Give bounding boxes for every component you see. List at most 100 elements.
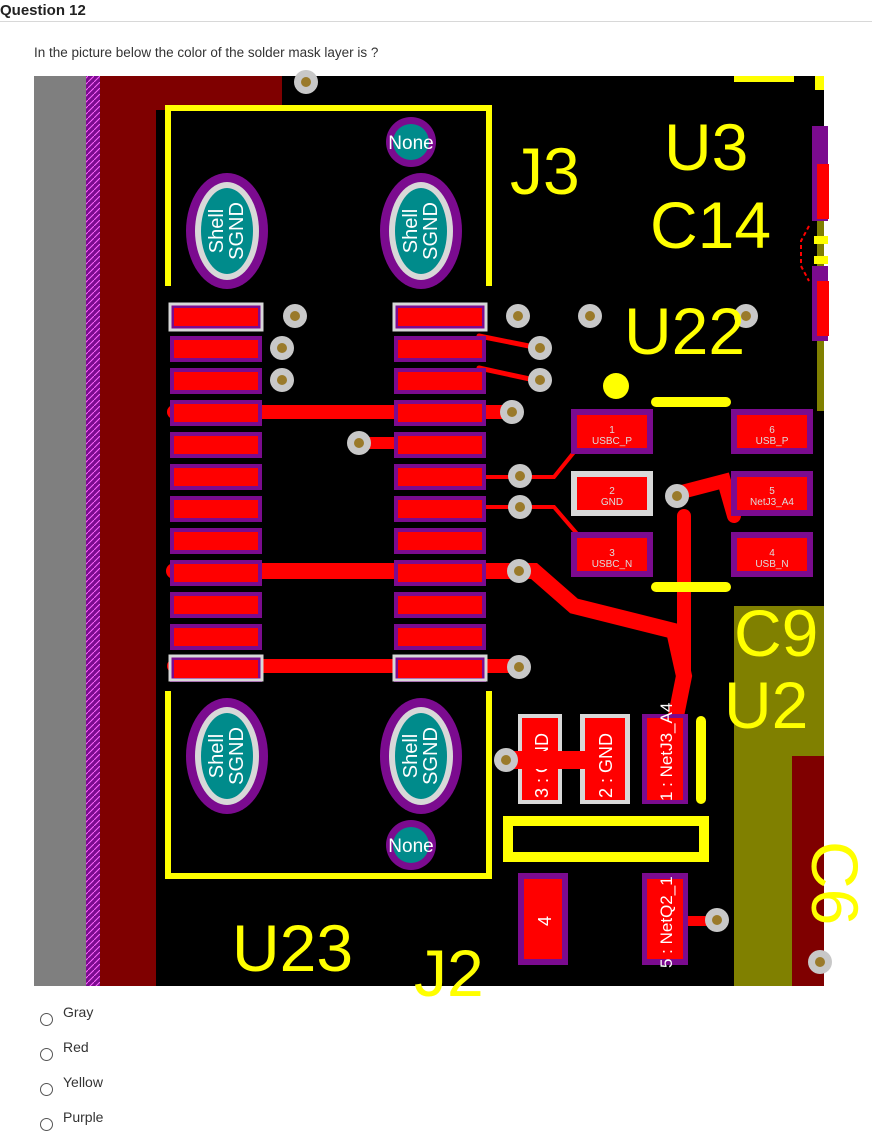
connector-pad	[170, 656, 262, 682]
vert-pad-2-gnd: 2 : GND	[580, 714, 630, 804]
via	[734, 304, 758, 328]
pad-label: SGND	[226, 202, 248, 260]
shield-pad-3: Shell SGND	[186, 698, 268, 814]
pad-label: SGND	[226, 727, 248, 785]
vert-pad-4: 4	[518, 873, 568, 965]
connector-pad	[394, 304, 486, 330]
option-label[interactable]: Purple	[63, 1109, 104, 1125]
ic-pad-5: 5 NetJ3_A4	[731, 471, 813, 516]
pad-net: USBC_N	[592, 559, 633, 570]
designator-u22: U22	[624, 294, 745, 368]
pad-label: Shell	[206, 734, 228, 778]
pin1-dot	[603, 373, 629, 399]
via	[283, 304, 307, 328]
pad-outline	[392, 654, 488, 682]
connector-pad	[170, 432, 262, 458]
connector-pad	[170, 464, 262, 490]
pad-label: None	[388, 133, 433, 154]
option-label[interactable]: Yellow	[63, 1074, 103, 1090]
pad-net: USB_N	[755, 559, 788, 570]
via	[808, 950, 832, 974]
silk-outline	[800, 225, 810, 282]
partial-pad	[817, 281, 829, 336]
pad-net: NetJ3_A4	[750, 497, 794, 508]
silk-bar	[696, 716, 706, 804]
via	[500, 400, 524, 424]
pad-label: Shell	[400, 734, 422, 778]
connector-pad	[394, 592, 486, 618]
connector-pad	[394, 624, 486, 650]
board-edge-hatch	[86, 76, 100, 986]
via	[507, 559, 531, 583]
connector-pad	[394, 464, 486, 490]
shield-pad-4: Shell SGND	[380, 698, 462, 814]
pad-net: USBC_P	[592, 436, 632, 447]
via	[578, 304, 602, 328]
pad-outline	[392, 302, 488, 332]
board-edge-gray	[34, 76, 86, 986]
pad-net: USB_P	[756, 436, 789, 447]
connector-pad	[170, 368, 262, 394]
designator-j2: J2	[414, 936, 484, 1010]
pad-number: 2	[609, 486, 615, 497]
connector-pad	[394, 368, 486, 394]
pad-net: GND	[601, 497, 623, 508]
none-pad-bottom: None	[386, 820, 436, 870]
pad-label: 1 : NetJ3_A4	[657, 703, 676, 801]
via	[270, 336, 294, 360]
pad-label: 2 : GND	[596, 733, 616, 798]
partial-pad	[817, 164, 829, 219]
keepout-region	[100, 76, 156, 986]
designator-j3: J3	[510, 134, 580, 208]
connector-pad	[394, 656, 486, 682]
silk-bar	[814, 236, 828, 244]
ic-pad-3: 3 USBC_N	[571, 532, 653, 577]
radio-button-purple[interactable]	[40, 1118, 53, 1131]
connector-pad	[170, 496, 262, 522]
ic-pad-2: 2 GND	[571, 471, 653, 516]
via	[705, 908, 729, 932]
radio-button-red[interactable]	[40, 1048, 53, 1061]
connector-pad	[170, 336, 262, 362]
option-label[interactable]: Red	[63, 1039, 89, 1055]
none-pad-top: None	[386, 117, 436, 167]
silk-rect	[503, 816, 709, 862]
connector-pad	[170, 400, 262, 426]
connector-outline-bottom	[165, 691, 492, 879]
silk-bar	[651, 582, 731, 592]
via	[507, 655, 531, 679]
connector-pad	[394, 336, 486, 362]
connector-pad	[170, 528, 262, 554]
pad-label: 4	[535, 916, 555, 926]
via	[270, 368, 294, 392]
ic-pad-6: 6 USB_P	[731, 409, 813, 454]
via	[347, 431, 371, 455]
pcb-image: Shell SGND Shell SGND Shell SGND Shell S…	[34, 70, 872, 1010]
designator-u23: U23	[232, 911, 353, 985]
via	[506, 304, 530, 328]
dark-red-region	[792, 756, 824, 986]
silk-bar	[815, 76, 824, 90]
pad-outline	[168, 654, 264, 682]
pad-label: None	[388, 836, 433, 857]
connector-pad	[394, 496, 486, 522]
designator-c6: C6	[798, 841, 872, 925]
vert-pad-5-net: 5 : NetQ2_1	[642, 873, 688, 968]
pad-label: 5 : NetQ2_1	[657, 876, 676, 968]
option-label[interactable]: Gray	[63, 1004, 94, 1020]
radio-button-gray[interactable]	[40, 1013, 53, 1026]
vert-pad-1-net: 1 : NetJ3_A4	[642, 703, 688, 804]
keepout-top	[156, 76, 282, 110]
connector-pad	[170, 592, 262, 618]
designator-c9: C9	[734, 596, 818, 670]
pad-number: 4	[769, 548, 775, 559]
via-group	[270, 70, 832, 974]
radio-button-yellow[interactable]	[40, 1083, 53, 1096]
connector-pad	[394, 560, 486, 586]
pad-label: Shell	[206, 209, 228, 253]
connector-pad	[394, 432, 486, 458]
pad-number: 3	[609, 548, 615, 559]
pad-label: Shell	[400, 209, 422, 253]
connector-pad	[394, 400, 486, 426]
connector-pad	[170, 304, 262, 330]
